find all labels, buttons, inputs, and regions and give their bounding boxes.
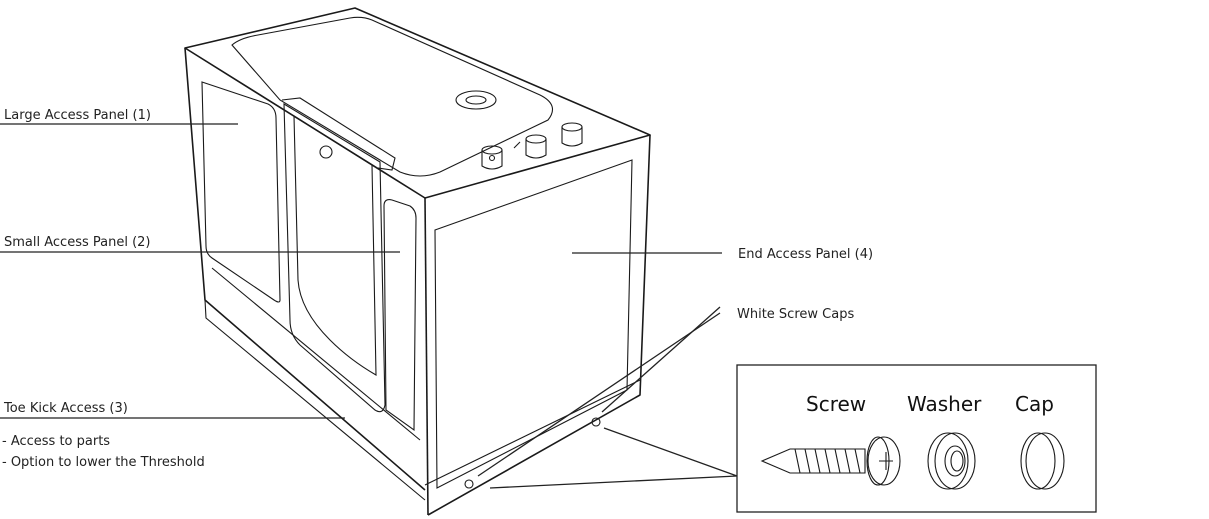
faucet-spout-icon [513,134,547,159]
tub-top-deck [231,16,554,177]
tub-door-hinge [281,97,396,171]
walk-in-tub-drawing [184,7,651,516]
inset-frame [736,364,1097,513]
label-screw: Screw [806,392,866,416]
label-toe-kick-note-1: - Access to parts [2,434,110,449]
leader-inset-upper [603,427,738,477]
label-cap: Cap [1015,392,1054,416]
label-toe-kick-access: Toe Kick Access (3) [3,401,128,416]
tub-top-rim [184,7,651,199]
label-end-access-panel: End Access Panel (4) [738,247,873,262]
hardware-inset: Screw Washer Cap [736,364,1097,513]
label-toe-kick-note-2: - Option to lower the Threshold [2,455,205,470]
tub-front-side [184,47,426,491]
drain-inner-icon [465,95,487,105]
leader-inset-lower [489,475,738,489]
tub-end-side [427,134,651,516]
label-small-access-panel: Small Access Panel (2) [4,235,151,250]
toe-kick-line [211,267,421,441]
faucet-knob-2-icon [561,122,583,147]
tub-base-front [204,299,426,501]
label-white-screw-caps: White Screw Caps [737,307,854,322]
screw-cap-dot-upper [591,417,601,427]
screw-icon [760,436,901,486]
label-washer: Washer [907,392,982,416]
door-handle-icon [319,145,333,159]
faucet-knob-icon [481,145,503,170]
washer-icon [927,432,976,490]
tub-door-inner [293,114,377,376]
drain-icon [455,90,497,110]
tub-door-outer [283,103,386,413]
leader-screw-cap-lower [477,312,721,477]
tub-front-corner [424,197,429,516]
leader-lines [0,123,738,489]
screw-cap-dot-lower [464,479,474,489]
cap-icon [1020,432,1065,490]
small-access-panel-shape [383,199,417,432]
tub-base-end [424,379,641,486]
leader-screw-cap-upper [601,306,721,413]
label-large-access-panel: Large Access Panel (1) [4,108,151,123]
